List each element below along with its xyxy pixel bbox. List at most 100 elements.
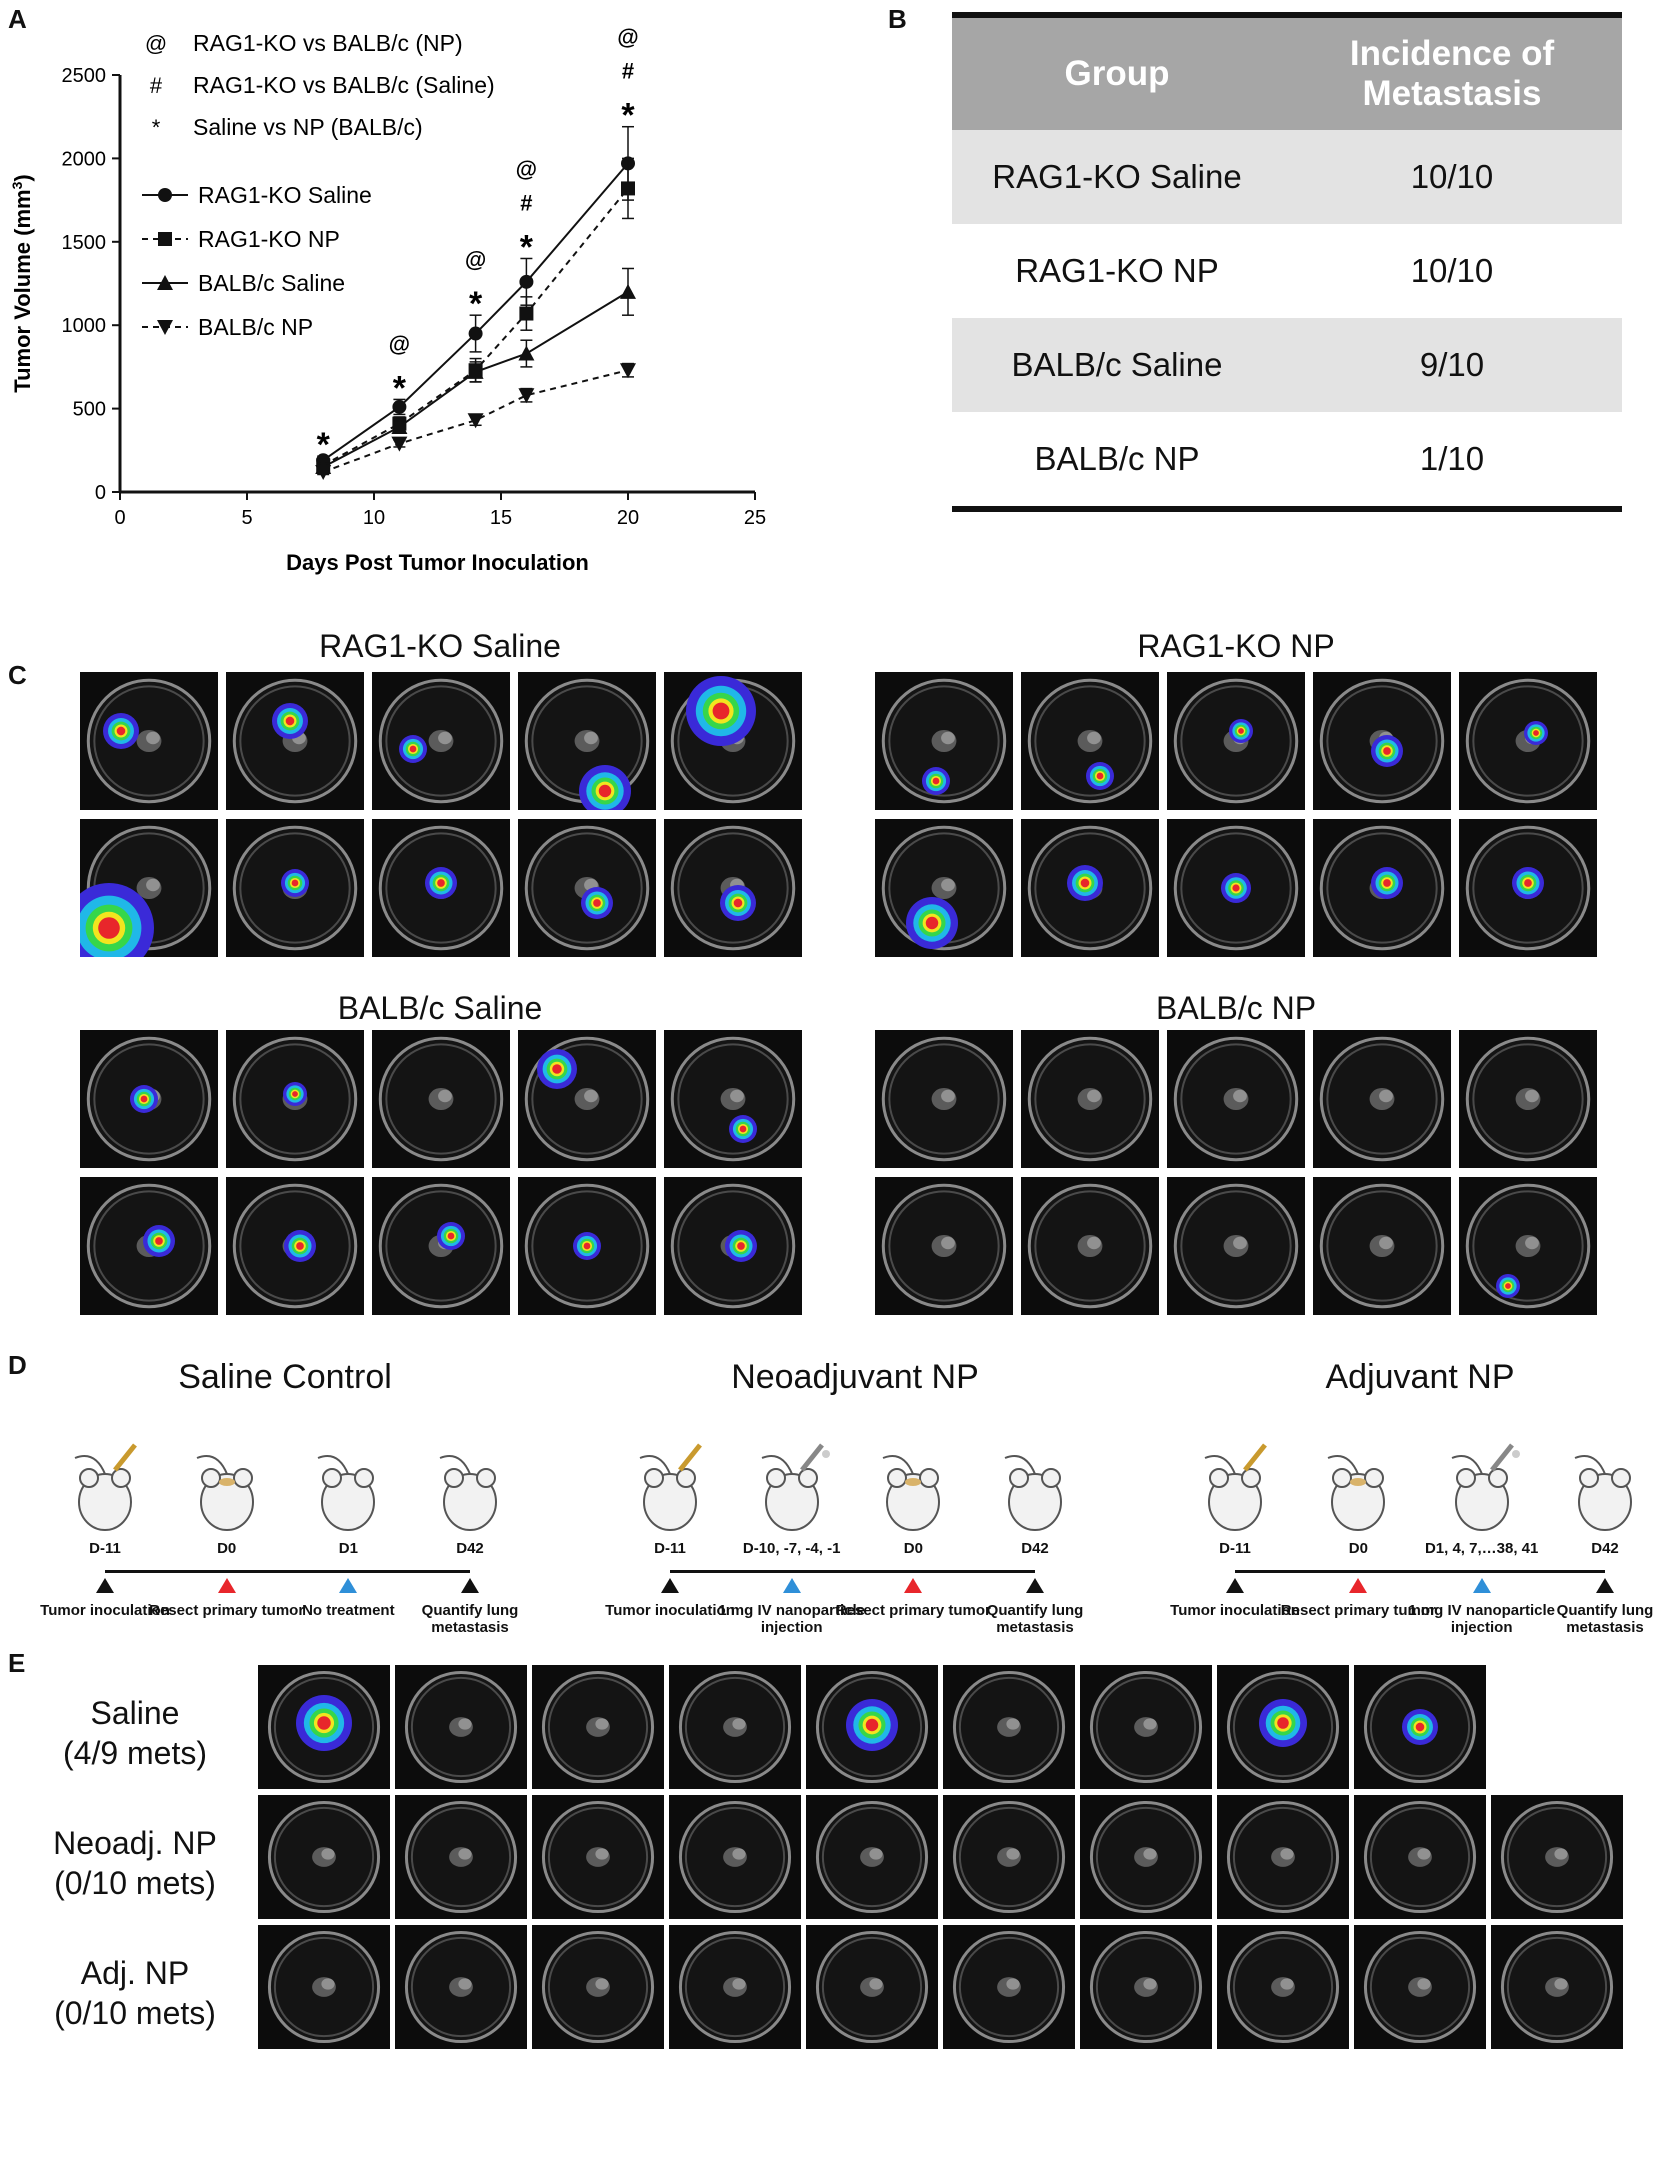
- panel-e-dish: [1217, 1665, 1349, 1789]
- mouse-tail: [1327, 1455, 1360, 1475]
- mouse-ear: [232, 1468, 253, 1488]
- lung-tissue-highlight: [595, 1718, 609, 1730]
- significance-marker: *: [621, 97, 635, 135]
- imaging-dish: [80, 672, 218, 810]
- mouse-ear: [887, 1468, 908, 1488]
- significance-marker: *: [520, 228, 534, 266]
- timeline-event-label: 1 mg IV nanoparticle injection: [1408, 1602, 1556, 1636]
- imaging-dish: [1021, 819, 1159, 957]
- lung-tissue-highlight: [1417, 1848, 1431, 1860]
- mouse-tail: [1004, 1455, 1036, 1475]
- timeline-day-label: D0: [1348, 1540, 1368, 1557]
- table-row: RAG1-KO NP 10/10: [952, 224, 1622, 318]
- nanoparticle-icon: [821, 1450, 830, 1458]
- bioluminescence-signal: [317, 1716, 331, 1730]
- dish-inner-rim: [1034, 1043, 1146, 1155]
- dish-inner-rim: [677, 1190, 789, 1302]
- table-cell-incidence: 1/10: [1419, 440, 1485, 477]
- lung-tissue-highlight: [1087, 1089, 1101, 1103]
- petri-dish: [372, 1030, 510, 1168]
- dish-inner-rim: [1034, 832, 1146, 944]
- dish-inner-rim: [1472, 1043, 1584, 1155]
- dish-inner-rim: [531, 832, 643, 944]
- lung-tissue-highlight: [1379, 1236, 1393, 1250]
- panel-e-dish: [1217, 1925, 1349, 2049]
- dish-inner-rim: [1326, 1190, 1438, 1302]
- dish-inner-rim: [958, 1676, 1060, 1778]
- imaging-dish: [226, 1177, 364, 1315]
- timeline-event-label: No treatment: [302, 1602, 395, 1619]
- mouse-ear: [919, 1468, 940, 1488]
- marker-triangle-down: [467, 413, 484, 429]
- bioluminescence-signal: [296, 1242, 304, 1250]
- timeline-marker: [661, 1578, 679, 1593]
- bioluminescence-signal: [593, 899, 601, 907]
- lung-tissue-highlight: [1554, 1978, 1568, 1990]
- petri-dish: [806, 1795, 938, 1919]
- lung-tissue-highlight: [1143, 1978, 1157, 1990]
- imaging-dish: [1459, 672, 1597, 810]
- lung-tissue-highlight: [869, 1848, 883, 1860]
- dish-inner-rim: [273, 1676, 375, 1778]
- dish-inner-rim: [677, 1043, 789, 1155]
- imaging-title-balbc-np: BALB/c NP: [1155, 990, 1317, 1026]
- significance-symbol: #: [150, 73, 163, 98]
- petri-dish: [943, 1795, 1075, 1919]
- lung-tissue-highlight: [458, 1718, 472, 1730]
- mouse-tail: [317, 1455, 350, 1475]
- imaging-dish: [80, 819, 218, 957]
- panel-e-dish: [395, 1665, 527, 1789]
- timeline-marker: [1472, 1578, 1491, 1593]
- petri-dish: [875, 1177, 1013, 1315]
- timeline-day-label: D-11: [1219, 1540, 1251, 1557]
- significance-marker: #: [622, 59, 634, 84]
- petri-dish: [372, 819, 510, 957]
- bioluminescence-signal: [739, 1125, 747, 1133]
- panel-e-dish: [1080, 1795, 1212, 1919]
- y-tick-label: 1500: [62, 232, 107, 254]
- petri-dish: [1080, 1795, 1212, 1919]
- dish-inner-rim: [1034, 1190, 1146, 1302]
- marker-circle: [158, 188, 172, 202]
- table-cell-incidence: 9/10: [1419, 346, 1485, 383]
- mouse-tail: [74, 1455, 106, 1475]
- table-bottom-rule: [952, 506, 1622, 512]
- dish-inner-rim: [531, 1190, 643, 1302]
- petri-dish: [669, 1665, 801, 1789]
- x-tick-label: 10: [363, 507, 385, 529]
- significance-marker: *: [317, 426, 331, 464]
- x-tick-label: 15: [490, 507, 512, 529]
- table-cell-group: RAG1-KO NP: [1015, 252, 1219, 289]
- marker-triangle-down: [518, 388, 535, 404]
- x-tick-label: 5: [241, 507, 252, 529]
- panel-e-dish: [1217, 1795, 1349, 1919]
- petri-dish: [395, 1665, 527, 1789]
- significance-marker: @: [617, 25, 638, 50]
- dish-inner-rim: [821, 1936, 923, 2038]
- petri-dish: [943, 1925, 1075, 2049]
- imaging-dish: [664, 1177, 802, 1315]
- mouse-ear: [797, 1468, 818, 1488]
- lung-tissue-highlight: [458, 1978, 472, 1990]
- timeline-event-label: Tumor inoculation: [40, 1602, 170, 1619]
- lung-tissue-highlight: [595, 1978, 609, 1990]
- petri-dish: [1491, 1925, 1623, 2049]
- mouse-ear: [111, 1468, 131, 1488]
- panel-e-dish: [943, 1665, 1075, 1789]
- petri-dish: [258, 1925, 390, 2049]
- mouse-ear: [644, 1468, 664, 1488]
- petri-dish: [664, 1177, 802, 1315]
- mouse-ear: [765, 1468, 786, 1488]
- imaging-dish: [226, 672, 364, 810]
- table-header: Group Incidence of Metastasis: [952, 18, 1622, 130]
- panel-e-dish: [669, 1665, 801, 1789]
- lung-tissue-highlight: [1006, 1978, 1020, 1990]
- petri-dish: [226, 819, 364, 957]
- petri-dish: [875, 819, 1013, 957]
- dish-inner-rim: [1326, 832, 1438, 944]
- panel-e-group-name: Saline: [90, 1695, 180, 1731]
- dish-inner-rim: [1034, 685, 1146, 797]
- imaging-dish: [1459, 819, 1597, 957]
- x-tick-label: 20: [617, 507, 639, 529]
